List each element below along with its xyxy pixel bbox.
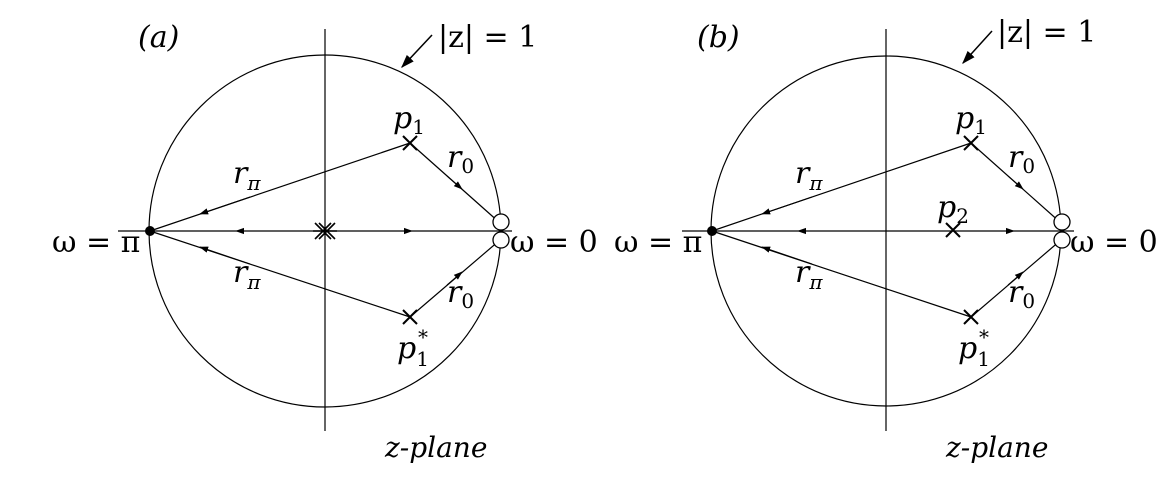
pole-p1-marker <box>963 135 979 151</box>
r0-label-lower: r0 <box>447 275 474 313</box>
zero-lower-marker <box>1053 231 1071 249</box>
point-omega-pi-marker <box>707 226 717 236</box>
r0-label-upper: r0 <box>447 140 474 178</box>
pole-p1-marker <box>402 135 418 151</box>
r-pi-arrow-lower <box>761 246 813 265</box>
r-pi-vector-upper <box>711 142 972 232</box>
pole-p1-conjugate-marker <box>963 309 979 325</box>
unit-circle-label: |z| = 1 <box>438 20 537 55</box>
r0-arrow-lower <box>446 271 463 286</box>
r-pi-vector-upper <box>149 142 411 232</box>
r0-label-lower: r0 <box>1008 275 1035 313</box>
pole-p1-conjugate-marker <box>402 309 418 325</box>
panel-a-label: (a) <box>138 20 179 55</box>
multiple-poles-at-origin-marker <box>313 222 337 240</box>
z-plane-caption: z-plane <box>384 431 487 464</box>
z-plane-caption: z-plane <box>945 431 1048 464</box>
unit-circle-pointer-arrow <box>401 34 433 68</box>
r-pi-arrow-upper <box>199 196 251 215</box>
r0-arrow-lower <box>1007 271 1024 286</box>
pole-p1-conjugate-label: p1* <box>397 325 429 371</box>
zero-lower-marker <box>492 231 510 249</box>
panel-b: (b) |z| = 1 <box>614 15 1158 464</box>
r-pi-label-lower: rπ <box>233 255 261 294</box>
zero-upper-marker <box>492 213 510 231</box>
omega-zero-label: ω = 0 <box>1070 225 1158 260</box>
r0-arrow-upper <box>446 175 463 190</box>
unit-circle-pointer-arrow <box>962 30 993 65</box>
r-pi-vector-lower <box>711 230 972 318</box>
r-pi-label-upper: rπ <box>233 156 261 195</box>
r-pi-arrow-upper <box>761 196 813 215</box>
unit-circle-label: |z| = 1 <box>997 15 1096 50</box>
r-pi-arrow-lower <box>199 246 251 265</box>
pole-p1-conjugate-label: p1* <box>958 325 990 371</box>
pole-p1-label: p1 <box>393 101 425 139</box>
point-omega-pi-marker <box>145 226 155 236</box>
r-pi-vector-lower <box>149 230 411 318</box>
omega-pi-label: ω = π <box>614 225 702 260</box>
zero-upper-marker <box>1053 213 1071 231</box>
omega-zero-label: ω = 0 <box>510 225 598 260</box>
r0-arrow-upper <box>1007 175 1024 190</box>
r-pi-label-upper: rπ <box>795 156 823 195</box>
pole-p2-marker <box>945 222 961 238</box>
r-pi-label-lower: rπ <box>795 255 823 294</box>
r0-label-upper: r0 <box>1008 140 1035 178</box>
panel-a: (a) |z| = 1 <box>52 20 598 464</box>
pole-p1-label: p1 <box>955 101 987 139</box>
omega-pi-label: ω = π <box>52 225 140 260</box>
pole-p2-label: p2 <box>937 190 969 228</box>
panel-b-label: (b) <box>697 20 740 55</box>
